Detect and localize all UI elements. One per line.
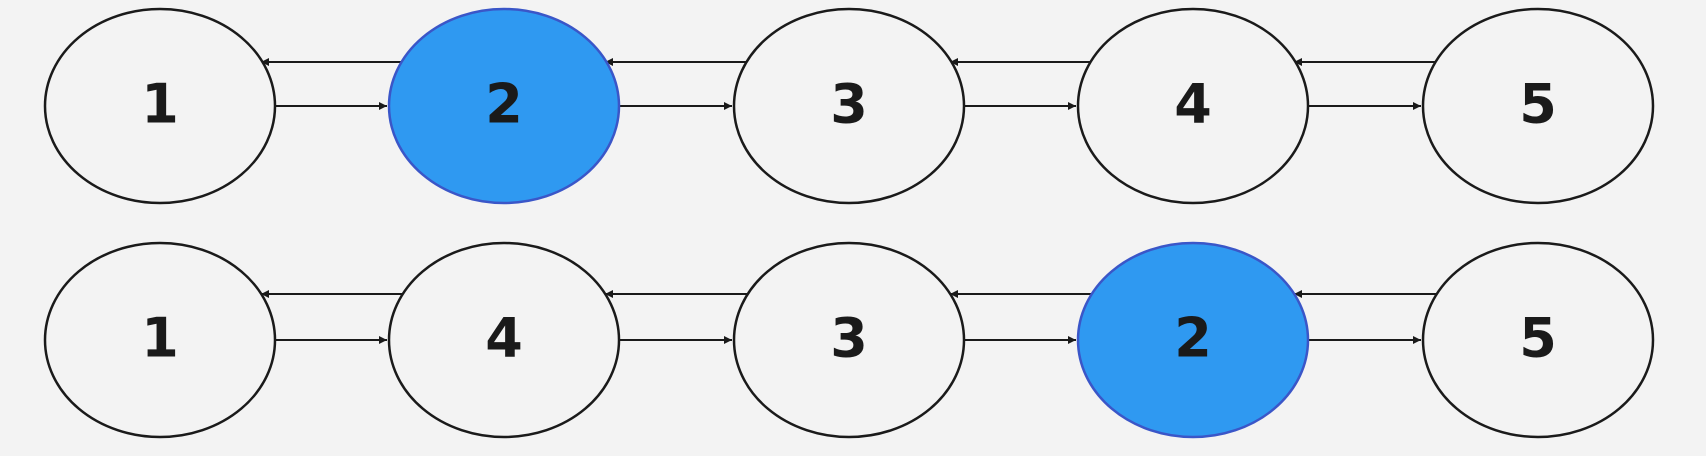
node-circle (1076, 7, 1310, 205)
list-node: 5 (1421, 7, 1655, 205)
list-node: 2 (387, 7, 621, 205)
node-label: 4 (485, 307, 523, 370)
list-row-bottom: 1 4 3 2 5 (43, 241, 1655, 439)
node-label: 2 (1174, 307, 1212, 370)
list-node: 3 (732, 241, 966, 439)
node-label: 1 (141, 73, 179, 136)
list-node: 5 (1421, 241, 1655, 439)
node-label: 5 (1519, 73, 1557, 136)
node-label: 2 (485, 73, 523, 136)
highlighted-node-circle (1076, 241, 1310, 439)
node-circle (1421, 7, 1655, 205)
node-circle (732, 7, 966, 205)
node-circle (387, 241, 621, 439)
node-circle (1421, 241, 1655, 439)
node-label: 4 (1174, 73, 1212, 136)
node-circle (732, 241, 966, 439)
list-node: 4 (387, 241, 621, 439)
node-circle (43, 7, 277, 205)
list-node: 1 (43, 7, 277, 205)
node-label: 1 (141, 307, 179, 370)
node-label: 5 (1519, 307, 1557, 370)
list-node: 3 (732, 7, 966, 205)
node-label: 3 (830, 73, 868, 136)
list-node: 1 (43, 241, 277, 439)
list-row-top: 1 2 3 4 5 (43, 7, 1655, 205)
highlighted-node-circle (387, 7, 621, 205)
node-circle (43, 241, 277, 439)
list-node: 4 (1076, 7, 1310, 205)
node-label: 3 (830, 307, 868, 370)
list-node: 2 (1076, 241, 1310, 439)
